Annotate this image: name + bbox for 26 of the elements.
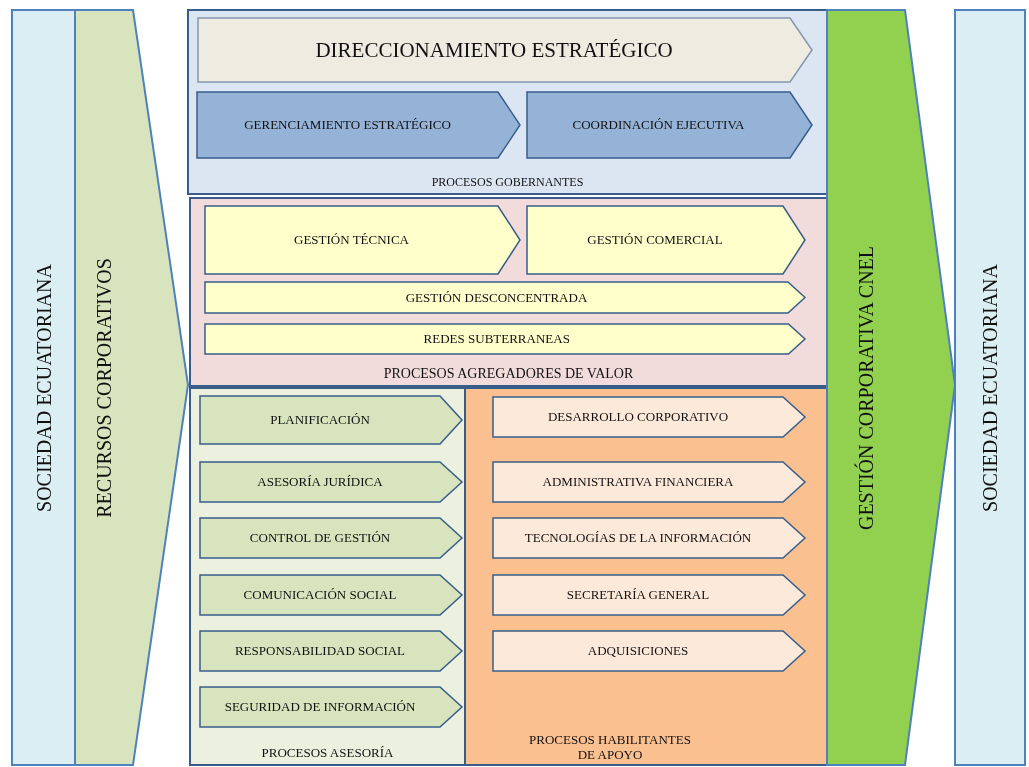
process-label: REDES SUBTERRANEAS <box>422 331 571 347</box>
panel-label: PROCESOS ASESORÍA <box>260 746 395 761</box>
process-label: GERENCIAMIENTO ESTRATÉGICO <box>243 117 452 133</box>
process-label: TECNOLOGÍAS DE LA INFORMACIÓN <box>523 530 753 546</box>
process-label: ADQUISICIONES <box>586 643 690 659</box>
process-label: RECURSOS CORPORATIVOS <box>92 257 116 518</box>
process-label: SOCIEDAD ECUATORIANA <box>978 263 1002 512</box>
process-label: RESPONSABILIDAD SOCIAL <box>233 643 407 659</box>
process-label: COORDINACIÓN EJECUTIVA <box>571 117 746 133</box>
process-label: DESARROLLO CORPORATIVO <box>546 409 730 425</box>
process-label: PLANIFICACIÓN <box>269 412 371 428</box>
panel-label: PROCESOS AGREGADORES DE VALOR <box>382 365 635 382</box>
panel-label: PROCESOS HABILITANTES DE APOYO <box>528 733 692 763</box>
process-label: SOCIEDAD ECUATORIANA <box>32 263 55 512</box>
panel-label: PROCESOS GOBERNANTES <box>430 176 585 190</box>
process-label: DIRECCIONAMIENTO ESTRATÉGICO <box>314 37 674 63</box>
process-label: GESTIÓN TÉCNICA <box>293 232 410 248</box>
process-label: SECRETARÍA GENERAL <box>565 587 711 603</box>
process-label: GESTIÓN CORPORATIVA CNEL <box>854 245 878 530</box>
process-label: GESTIÓN DESCONCENTRADA <box>404 290 589 305</box>
process-label: SEGURIDAD DE INFORMACIÓN <box>223 699 417 715</box>
process-label: GESTIÓN COMERCIAL <box>586 232 724 248</box>
process-label: ASESORÍA JURÍDICA <box>256 474 384 490</box>
process-label: COMUNICACIÓN SOCIAL <box>242 587 398 603</box>
process-label: ADMINISTRATIVA FINANCIERA <box>541 474 735 490</box>
process-label: CONTROL DE GESTIÓN <box>248 530 392 546</box>
